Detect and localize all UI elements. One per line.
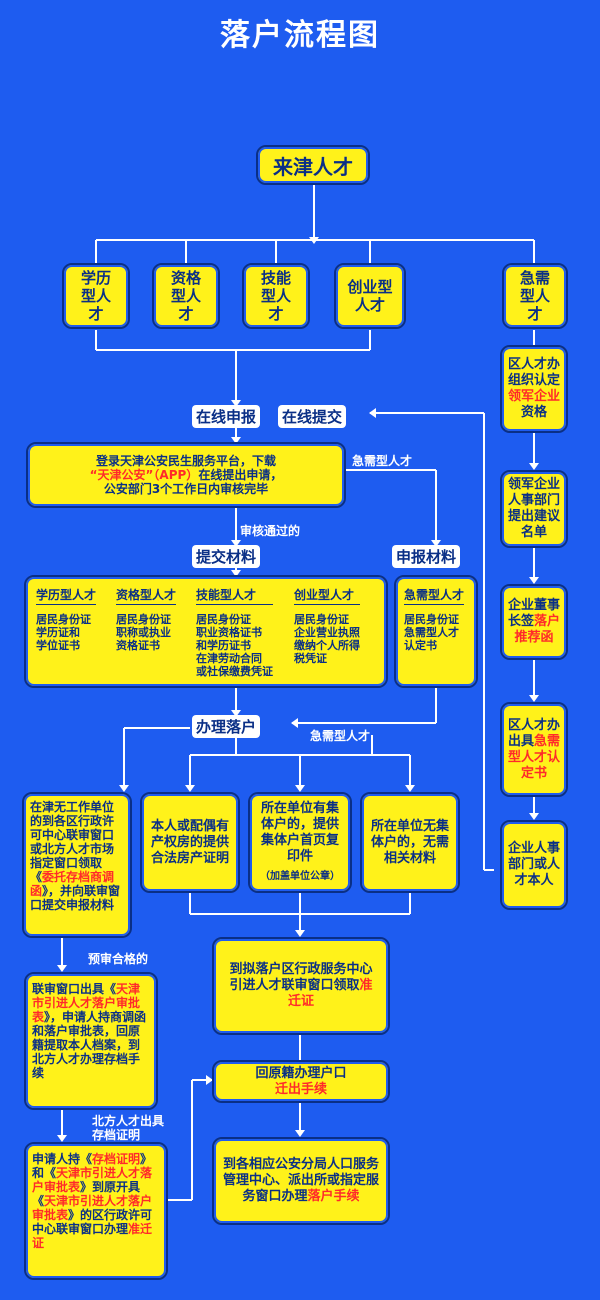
approved-label: 审核通过的: [240, 524, 301, 538]
north-talent-label-2: 存档证明: [92, 1128, 141, 1142]
materials-qualification: 资格型人才 居民身份证 职称或执业 资格证书: [116, 589, 177, 652]
urgent-step-1: 区人才办组织认定领军企业资格: [500, 345, 568, 433]
urgent-step-1-main: 区人才办组织认定: [507, 357, 560, 388]
joint-window-text-tail: 》，申请人持商调函和落户审批表，回原籍提取本人档案，到北方人才办理存档手续: [32, 1010, 147, 1080]
register-line-2: “天津公安”（APP）在线提出申请，: [90, 468, 283, 482]
hometown-text: 回原籍办理户口: [255, 1065, 347, 1081]
category-urgent: 急需型人才: [502, 263, 568, 329]
final-left-r3: 天津市引进人才落户审批表: [32, 1194, 153, 1222]
urgent-talent-label-1: 急需型人才: [352, 454, 413, 468]
materials-education-items: 居民身份证 学历证和 学位证书: [36, 613, 91, 652]
urgent-step-4-main: 区人才办出具: [507, 717, 560, 749]
register-line-1: 登录天津公安民生服务平台，下载: [95, 454, 276, 468]
declare-materials-label: 申报材料: [392, 545, 461, 568]
no-employer-box: 在津无工作单位的到各区行政许可中心联审窗口或北方人才市场指定窗口领取《委托存档商…: [22, 792, 132, 938]
materials-education: 学历型人才 居民身份证 学历证和 学位证书: [36, 589, 97, 652]
urgent-step-4: 区人才办出具急需型人才认定书: [500, 702, 568, 797]
materials-urgent: 急需型人才 居民身份证 急需型人才 认定书: [404, 589, 465, 652]
page-title: 落户流程图: [220, 18, 380, 53]
urgent-step-1-red: 领军企业: [507, 389, 560, 404]
police-station-box: 到各相应公安分局人口服务管理中心、派出所或指定服务窗口办理落户手续: [212, 1137, 390, 1225]
category-entrepreneur: 创业型人才: [334, 263, 406, 329]
urgent-step-1-tail: 资格: [520, 405, 547, 420]
materials-urgent-items: 居民身份证 急需型人才 认定书: [404, 613, 459, 652]
police-station-main: 到各相应公安分局人口服务管理中心、派出所或指定服务窗口办理: [222, 1157, 379, 1204]
materials-entrepreneur-items: 居民身份证 企业营业执照 缴纳个人所得 税凭证: [294, 613, 360, 665]
category-education: 学历型人才: [62, 263, 130, 329]
final-left-r2: 天津市引进人才落户审批表: [32, 1166, 153, 1194]
urgent-step-3-main: 企业董事长签: [507, 598, 560, 629]
collective-household-text: 所在单位有集体户的，提供集体户首页复印件: [260, 800, 339, 864]
urgent-step-4-red: 急需型人才认定书: [507, 733, 561, 781]
materials-qualification-items: 居民身份证 职称或执业 资格证书: [116, 613, 171, 652]
urgent-step-5-text: 企业人事部门或人才本人: [507, 841, 560, 888]
register-line-3: 公安部门3个工作日内审核完毕: [103, 482, 269, 496]
no-employer-text: 在津无工作单位的到各区行政许可中心联审窗口或北方人才市场指定窗口领取《: [30, 800, 115, 884]
materials-skill-items: 居民身份证 职业资格证书 和学历证书 在津劳动合同 或社保缴费凭证: [196, 613, 273, 678]
property-owner-box: 本人或配偶有产权房的提供合法房产证明: [140, 792, 240, 893]
hometown-red: 迁出手续: [274, 1081, 327, 1097]
police-station-text: 到各相应公安分局人口服务管理中心、派出所或指定服务窗口办理落户手续: [222, 1157, 380, 1205]
app-name: “天津公安”（APP）: [89, 468, 199, 482]
materials-box: 学历型人才 居民身份证 学历证和 学位证书 资格型人才 居民身份证 职称或执业 …: [24, 575, 388, 688]
north-talent-label-1: 北方人才出具: [92, 1114, 165, 1128]
urgent-step-3-text: 企业董事长签落户推荐函: [506, 598, 562, 646]
register-line-2-rest: 在线提出申请，: [198, 468, 283, 482]
collective-household-box: 所在单位有集体户的，提供集体户首页复印件 （加盖单位公章）: [248, 792, 352, 893]
urgent-step-2-text: 领军企业人事部门提出建议名单: [507, 477, 560, 540]
materials-skill: 技能型人才 居民身份证 职业资格证书 和学历证书 在津劳动合同 或社保缴费凭证: [196, 589, 273, 678]
approval-form: 天津市引进人才落户审批表: [32, 982, 141, 1024]
district-service-text: 到拟落户区行政服务中心引进人才联审窗口领取准迁证: [224, 962, 378, 1010]
final-left-p1: 申请人持《: [32, 1152, 93, 1166]
materials-education-title: 学历型人才: [36, 589, 97, 605]
category-qualification: 资格型人才: [152, 263, 220, 329]
no-collective-household-box: 所在单位无集体户的，无需相关材料: [360, 792, 460, 893]
final-left-p4: 》的区行政许可中心联审窗口办理: [32, 1208, 153, 1236]
materials-urgent-title: 急需型人才: [404, 589, 465, 605]
submit-materials-label: 提交材料: [192, 545, 261, 568]
category-skill: 技能型人才: [242, 263, 310, 329]
final-left-r1: 存档证明: [92, 1152, 141, 1166]
urgent-step-4-text: 区人才办出具急需型人才认定书: [506, 718, 562, 782]
register-platform-box: 登录天津公安民生服务平台，下载 “天津公安”（APP）在线提出申请， 公安部门3…: [26, 442, 346, 508]
company-seal-note: （加盖单位公章）: [260, 870, 340, 882]
urgent-step-2: 领军企业人事部门提出建议名单: [500, 470, 568, 548]
pre-approved-label: 预审合格的: [88, 952, 149, 966]
entrust-letter: 委托存档商调函: [30, 870, 115, 898]
district-service-red: 准迁证: [287, 978, 373, 1009]
final-left-box: 申请人持《存档证明》和《天津市引进人才落户审批表》到原开具《天津市引进人才落户审…: [24, 1142, 168, 1280]
materials-entrepreneur: 创业型人才 居民身份证 企业营业执照 缴纳个人所得 税凭证: [294, 589, 360, 665]
final-left-r4: 准迁证: [32, 1222, 153, 1250]
urgent-step-1-text: 区人才办组织认定领军企业资格: [506, 357, 562, 421]
urgent-materials-box: 急需型人才 居民身份证 急需型人才 认定书: [394, 575, 478, 688]
police-station-red: 落户手续: [307, 1189, 360, 1204]
urgent-step-3-red: 落户推荐函: [514, 614, 561, 645]
no-employer-text-tail: 》，并向联审窗口提交申报材料: [30, 884, 121, 912]
urgent-step-5: 企业人事部门或人才本人: [500, 820, 568, 910]
final-left-p2: 》和《: [32, 1152, 153, 1180]
online-submit-label: 在线提交: [278, 405, 347, 428]
hometown-box: 回原籍办理户口 迁出手续: [212, 1060, 390, 1103]
materials-entrepreneur-title: 创业型人才: [294, 589, 360, 605]
materials-qualification-title: 资格型人才: [116, 589, 177, 605]
urgent-step-3: 企业董事长签落户推荐函: [500, 584, 568, 660]
joint-window-text: 联审窗口出具《: [32, 982, 117, 996]
online-apply-label: 在线申报: [192, 405, 261, 428]
final-left-p3: 》到原开具《: [32, 1180, 141, 1208]
district-service-box: 到拟落户区行政服务中心引进人才联审窗口领取准迁证: [212, 937, 390, 1035]
materials-skill-title: 技能型人才: [196, 589, 273, 605]
district-service-main: 到拟落户区行政服务中心引进人才联审窗口领取: [229, 962, 373, 993]
handle-settle-label: 办理落户: [192, 715, 261, 738]
start-node: 来津人才: [256, 145, 370, 185]
urgent-talent-label-2: 急需型人才: [310, 729, 371, 743]
joint-window-box: 联审窗口出具《天津市引进人才落户审批表》，申请人持商调函和落户审批表，回原籍提取…: [24, 972, 158, 1110]
